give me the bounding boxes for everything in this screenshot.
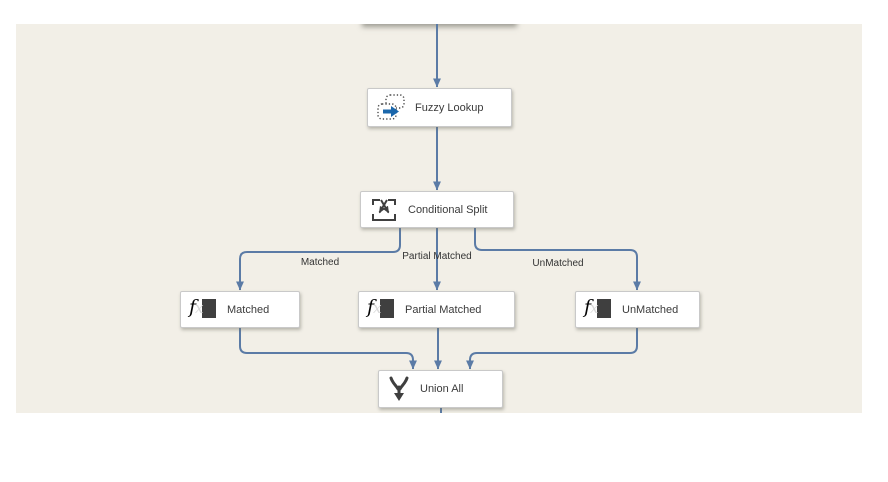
node-unmatched[interactable]: fx UnMatched [575,291,700,328]
fx-icon: fx [367,296,396,321]
fx-icon: fx [584,296,613,321]
design-surface[interactable]: Matched Partial Matched UnMatched Fuzzy … [16,24,862,413]
node-label: Union All [420,383,464,395]
node-label: Partial Matched [405,303,482,316]
node-conditional-split[interactable]: Conditional Split [360,191,514,228]
connector-unmatched-to-union[interactable] [466,328,638,370]
node-partial-matched[interactable]: fx Partial Matched [358,291,515,328]
union-all-icon [387,376,411,402]
fuzzy-lookup-icon [376,93,406,122]
node-fuzzy-lookup[interactable]: Fuzzy Lookup [367,88,512,127]
connector-matched-to-union[interactable] [239,328,417,370]
edge-label-unmatched: UnMatched [532,258,584,269]
node-label: Fuzzy Lookup [415,101,484,114]
connectors-layer [236,24,641,413]
node-union-all[interactable]: Union All [378,370,503,408]
node-label: Conditional Split [408,203,488,216]
node-label: UnMatched [622,303,679,316]
connector-split-to-matched[interactable] [236,228,401,291]
conditional-split-icon [369,196,399,224]
node-matched[interactable]: fx Matched [180,291,300,328]
connector-split-to-unmatched[interactable] [474,228,641,291]
fx-icon: fx [189,296,218,321]
edge-label-matched: Matched [300,257,340,268]
node-label: Matched [227,303,270,316]
edge-label-partial-matched: Partial Matched [402,251,472,262]
